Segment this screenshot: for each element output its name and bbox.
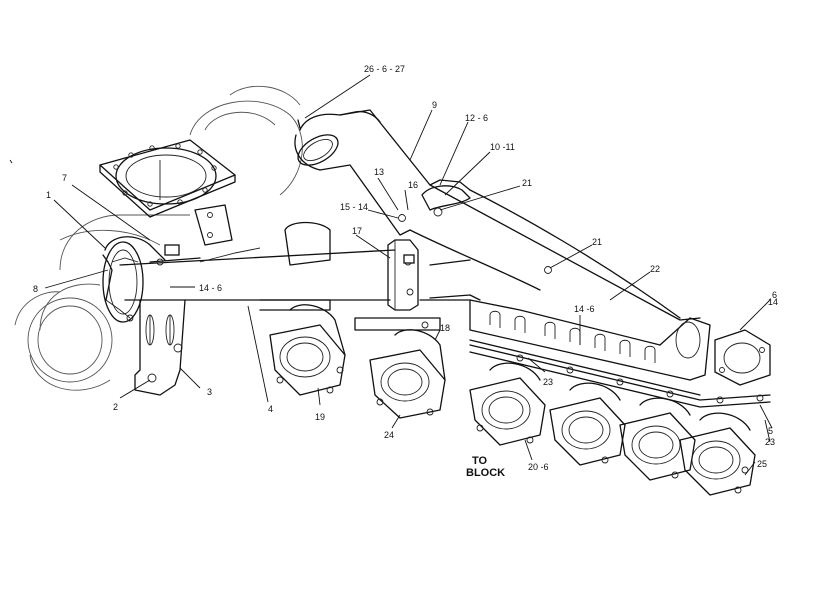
- leader-lines: [9, 74, 773, 476]
- callout-2: 2: [113, 402, 118, 412]
- callout-4: 4: [268, 404, 273, 414]
- callout-10-11: 10 -11: [490, 142, 515, 152]
- manifold-lower-pipe: [119, 247, 481, 301]
- to-block-line1: TO: [472, 455, 488, 467]
- callout-1: 1: [46, 190, 51, 200]
- callout-16: 16: [408, 180, 418, 190]
- gasket-strip: [469, 344, 771, 408]
- callout-21a: 21: [522, 178, 532, 188]
- callout-22: 22: [650, 264, 660, 274]
- callout-14-6a: 14 - 6: [199, 283, 222, 293]
- callout-14: 14: [768, 297, 778, 307]
- callout-9: 9: [432, 100, 437, 110]
- callout-23b: 23: [765, 437, 775, 447]
- callout-7: 7: [62, 173, 67, 183]
- callout-25: 25: [757, 459, 767, 469]
- riser-port-2: [549, 382, 626, 466]
- callout-5: 5: [768, 426, 773, 436]
- callout-6: 6: [772, 290, 777, 300]
- to-block-line2: BLOCK: [466, 467, 505, 479]
- left-elbow-assembly: [102, 236, 180, 323]
- support-bracket: [134, 299, 186, 396]
- callout-23a: 23: [543, 377, 553, 387]
- v-band-clamp: [398, 185, 471, 222]
- callout-21b: 21: [592, 237, 602, 247]
- callout-8: 8: [33, 284, 38, 294]
- upper-elbow: [294, 110, 381, 171]
- callout-3: 3: [207, 387, 212, 397]
- callout-24: 24: [384, 430, 394, 440]
- callout-26-6-27: 26 - 6 - 27: [364, 64, 405, 74]
- end-cover-plate: [714, 329, 771, 386]
- riser-20: [469, 362, 546, 446]
- callout-18: 18: [440, 323, 450, 333]
- riser-25: [679, 412, 756, 496]
- band-clamp-17: [387, 239, 419, 311]
- turbo-outlet-flange: [99, 139, 236, 246]
- callout-20-6: 20 -6: [528, 462, 549, 472]
- callout-13: 13: [374, 167, 384, 177]
- callout-14-6b: 14 -6: [574, 304, 595, 314]
- riser-24: [369, 321, 446, 419]
- callout-19: 19: [315, 412, 325, 422]
- callout-12-6: 12 - 6: [465, 113, 488, 123]
- riser-19: [269, 221, 346, 396]
- callout-15-14: 15 - 14: [340, 202, 368, 212]
- manifold-upper-pipe: [319, 109, 701, 346]
- to-block-note: TO BLOCK: [466, 455, 505, 479]
- lower-pipe-flange-row: [259, 299, 441, 331]
- callout-labels: 1 2 3 4 5 6 7 8 9 10 -11 12 - 6 13 14 - …: [33, 64, 778, 472]
- riser-port-3: [619, 397, 696, 481]
- manifold-body: [469, 266, 711, 396]
- callout-17: 17: [352, 226, 362, 236]
- turbocharger: [14, 85, 303, 391]
